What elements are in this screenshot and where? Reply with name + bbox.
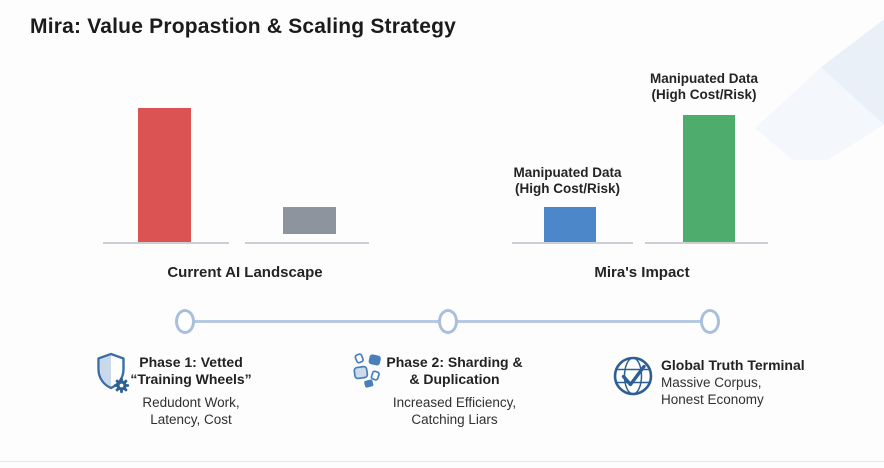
timeline-node-1 xyxy=(175,309,195,334)
annotation-line: Manipuated Data xyxy=(513,165,622,180)
bottom-divider xyxy=(0,461,884,462)
gray-bar xyxy=(283,207,336,234)
baseline xyxy=(103,242,229,244)
timeline-node-3 xyxy=(700,309,720,334)
phase-2-title-line: & Duplication xyxy=(409,371,500,387)
phase-3-title-line: Global Truth Terminal xyxy=(661,357,805,373)
shield-gear-icon xyxy=(97,352,130,394)
baseline xyxy=(645,242,768,244)
annotation-line: Manipuated Data xyxy=(649,71,758,86)
chart-label-current-ai-landscape: Current AI Landscape xyxy=(167,264,323,281)
phase-1-title-line: Phase 1: Vetted xyxy=(139,354,243,370)
annotation-line: (High Cost/Risk) xyxy=(651,86,757,102)
phase-1-text: Phase 1: Vetted “Training Wheels” Redudo… xyxy=(116,354,266,428)
baseline xyxy=(245,242,369,244)
blue-bar-annotation: Manipuated Data (High Cost/Risk) xyxy=(495,165,640,197)
shards-icon xyxy=(353,353,381,388)
blue-bar xyxy=(544,207,596,244)
phase-3-subtitle-line: Honest Economy xyxy=(661,392,764,407)
annotation-line: (High Cost/Risk) xyxy=(514,180,620,196)
phase-3-subtitle-line: Massive Corpus, xyxy=(661,375,762,390)
chart-label-miras-impact: Mira's Impact xyxy=(594,264,690,281)
phase-3-text: Global Truth Terminal Massive Corpus, Ho… xyxy=(661,357,831,408)
timeline-node-2 xyxy=(438,309,458,334)
slide-title: Mira: Value Propastion & Scaling Strateg… xyxy=(30,15,456,38)
baseline xyxy=(512,242,633,244)
phase-2-text: Phase 2: Sharding & & Duplication Increa… xyxy=(377,354,532,428)
phase-1-title-line: “Training Wheels” xyxy=(130,371,252,387)
phase-2-title-line: Phase 2: Sharding & xyxy=(386,354,523,370)
globe-check-icon xyxy=(613,356,653,396)
phase-1-subtitle-line: Latency, Cost xyxy=(150,412,232,427)
phase-2-subtitle-line: Increased Efficiency, xyxy=(392,395,517,410)
red-bar xyxy=(138,108,191,244)
green-bar xyxy=(683,115,735,244)
phase-1-subtitle-line: Redudont Work, xyxy=(142,395,240,410)
phase-2-subtitle-line: Catching Liars xyxy=(411,412,498,427)
green-bar-annotation: Manipuated Data (High Cost/Risk) xyxy=(633,71,775,103)
